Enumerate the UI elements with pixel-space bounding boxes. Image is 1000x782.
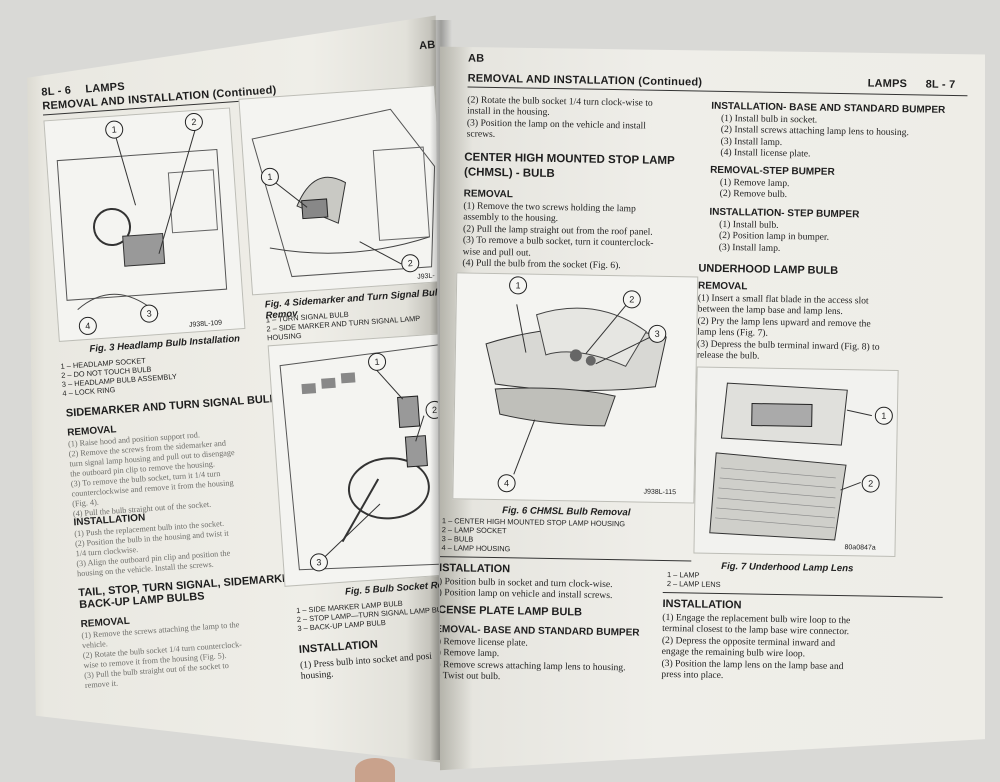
right-section-title: LAMPS xyxy=(867,77,908,91)
fig5-bulb-socket-illustration: 1 2 3 xyxy=(267,332,440,587)
chmsl-removal-heading: REMOVAL xyxy=(463,188,514,201)
chmsl-removal-steps: (1) Remove the two screws holding the la… xyxy=(462,200,698,273)
install-base-steps: (1) Install bulb in socket. (2) Install … xyxy=(720,113,971,163)
removal-step-heading: REMOVAL-STEP BUMPER xyxy=(710,164,835,178)
right-page-tab: AB xyxy=(467,52,485,65)
installation2-steps: (1) Press bulb into socket and posi hous… xyxy=(300,651,433,683)
license-title: LICENSE PLATE LAMP BULB xyxy=(440,603,583,619)
fig4-sidemarker-illustration: 1 2 J93L- xyxy=(238,85,440,296)
fig3-drawing xyxy=(56,128,228,315)
fig6-divider xyxy=(440,555,692,562)
license-removal-steps: (1) Remove license plate. (2) Remove lam… xyxy=(440,636,690,686)
fig3-headlamp-illustration: 1 2 3 4 J938L-109 xyxy=(43,107,246,342)
underhood-removal-steps: (1) Insert a small flat blade in the acc… xyxy=(697,293,960,366)
fig7-divider xyxy=(662,591,943,598)
left-page: 8L - 6 LAMPS AB REMOVAL AND INSTALLATION… xyxy=(27,15,440,763)
fig3-legend: 1 – HEADLAMP SOCKET 2 – DO NOT TOUCH BUL… xyxy=(60,354,177,398)
chmsl-installation-steps: (1) Position bulb in socket and turn clo… xyxy=(440,576,691,603)
fig4-drawing xyxy=(251,108,436,278)
tail-removal-steps: (1) Remove the screws attaching the lamp… xyxy=(81,619,265,691)
fig7-caption: Fig. 7 Underhood Lamp Lens xyxy=(721,560,854,575)
fig6-code: J938L-115 xyxy=(643,488,677,497)
fig5-legend: 1 – SIDE MARKER LAMP BULB 2 – STOP LAMP—… xyxy=(296,595,440,633)
fig7-drawing xyxy=(709,382,872,541)
underhood-removal-heading: REMOVAL xyxy=(697,280,748,293)
holding-thumb xyxy=(355,758,395,782)
fig6-legend: 1 – CENTER HIGH MOUNTED STOP LAMP HOUSIN… xyxy=(441,516,625,555)
fig7-code: 80a0847a xyxy=(844,544,876,552)
fig6-drawing xyxy=(485,303,667,475)
underhood-installation-steps: (1) Engage the replacement bulb wire loo… xyxy=(661,612,942,685)
underhood-title: UNDERHOOD LAMP BULB xyxy=(698,262,839,277)
fig7-underhood-illustration: 1 2 80a0847a xyxy=(693,366,899,558)
sidemarker-removal-steps: (1) Raise hood and position support rod.… xyxy=(68,427,253,519)
fig6-caption: Fig. 6 CHMSL Bulb Removal xyxy=(502,505,631,519)
fig7-legend: 1 – LAMP 2 – LAMP LENS xyxy=(667,570,721,589)
right-page-number: 8L - 7 xyxy=(925,78,956,91)
sidemarker-title: SIDEMARKER AND TURN SIGNAL BULB xyxy=(65,392,278,420)
fig5-drawing xyxy=(279,343,440,571)
intro-steps: (2) Rotate the bulb socket 1/4 turn cloc… xyxy=(467,94,703,144)
fig6-chmsl-illustration: 1 2 3 4 J938L-115 xyxy=(452,272,699,504)
underhood-installation-heading: INSTALLATION xyxy=(662,597,742,612)
fig6-legend-item: 4 – LAMP HOUSING xyxy=(441,543,511,554)
left-section-title: LAMPS xyxy=(84,80,126,96)
fig7-legend-item: 2 – LAMP LENS xyxy=(666,579,721,589)
chmsl-title: CENTER HIGH MOUNTED STOP LAMP (CHMSL) - … xyxy=(464,150,675,184)
removal-step-steps: (1) Remove lamp. (2) Remove bulb. xyxy=(720,177,970,204)
right-page: AB REMOVAL AND INSTALLATION (Continued) … xyxy=(440,46,985,771)
installation2-heading: INSTALLATION xyxy=(298,638,379,656)
chmsl-installation-heading: INSTALLATION xyxy=(440,561,511,576)
left-page-number: 8L - 6 xyxy=(41,84,72,99)
install-step-steps: (1) Install bulb. (2) Position lamp in b… xyxy=(719,219,970,258)
